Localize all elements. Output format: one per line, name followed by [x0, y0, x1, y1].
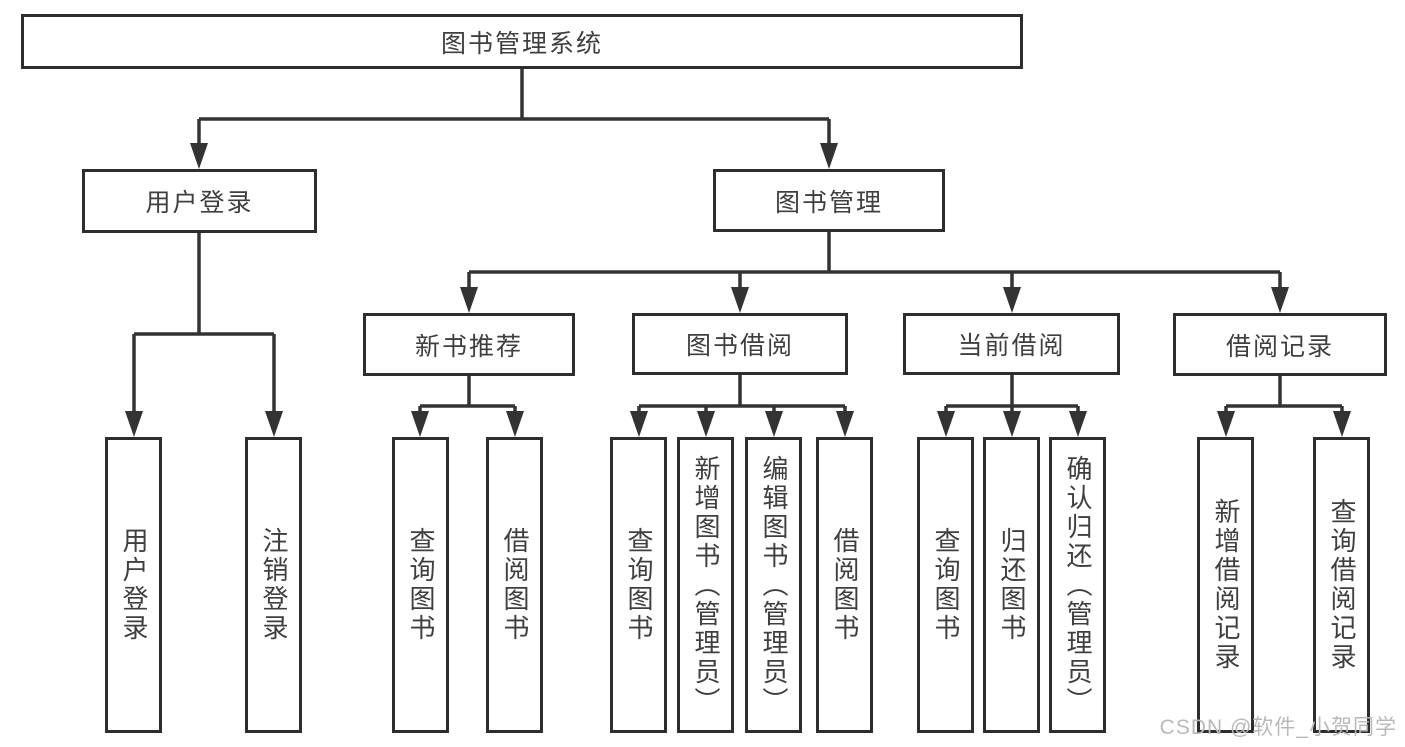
leaf-user-login: 用户登录	[105, 437, 162, 733]
node-book-management: 图书管理	[713, 169, 945, 232]
leaf-query-borrow-record: 查询借阅记录	[1313, 437, 1370, 733]
arrowhead-icon	[460, 287, 478, 313]
leaf-edit-books-admin: 编辑图书（管理员）	[745, 437, 802, 733]
csdn-watermark: CSDN @软件_小贺同学	[1159, 716, 1397, 739]
arrowhead-icon	[1069, 411, 1087, 437]
leaf-query-books-borrowing: 查询图书	[610, 437, 667, 733]
leaf-logout: 注销登录	[245, 437, 302, 733]
leaf-return-books: 归还图书	[983, 437, 1040, 733]
arrowhead-icon	[697, 411, 715, 437]
arrowhead-icon	[1333, 411, 1351, 437]
arrowhead-icon	[1003, 411, 1021, 437]
node-book-borrowing: 图书借阅	[632, 313, 848, 375]
arrowhead-icon	[190, 143, 208, 169]
arrowhead-icon	[937, 411, 955, 437]
leaf-add-borrow-record: 新增借阅记录	[1197, 437, 1254, 733]
node-library-management-system: 图书管理系统	[21, 14, 1023, 69]
leaf-confirm-return-admin: 确认归还（管理员）	[1049, 437, 1106, 733]
leaf-query-books-current: 查询图书	[917, 437, 974, 733]
arrowhead-icon	[411, 411, 429, 437]
arrowhead-icon	[1003, 287, 1021, 313]
node-new-book-recommend: 新书推荐	[363, 313, 575, 376]
arrowhead-icon	[1217, 411, 1235, 437]
arrowhead-icon	[630, 411, 648, 437]
arrowhead-icon	[265, 411, 283, 437]
leaf-borrow-books: 借阅图书	[816, 437, 873, 733]
leaf-add-books-admin: 新增图书（管理员）	[677, 437, 734, 733]
arrowhead-icon	[765, 411, 783, 437]
arrowhead-icon	[731, 287, 749, 313]
node-current-borrowing: 当前借阅	[903, 313, 1120, 375]
node-borrowing-records: 借阅记录	[1173, 313, 1387, 376]
arrowhead-icon	[125, 411, 143, 437]
arrowhead-icon	[1271, 287, 1289, 313]
arrowhead-icon	[820, 143, 838, 169]
arrowhead-icon	[836, 411, 854, 437]
leaf-borrow-books-recommend: 借阅图书	[486, 437, 543, 733]
arrowhead-icon	[506, 411, 524, 437]
node-user-login: 用户登录	[82, 169, 317, 233]
leaf-query-books-recommend: 查询图书	[392, 437, 449, 733]
